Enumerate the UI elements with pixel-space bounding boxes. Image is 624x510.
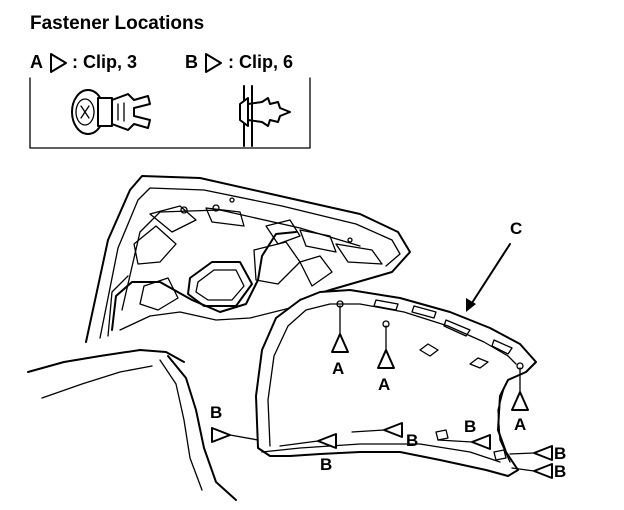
legend-clip-b: B : Clip, 6 — [185, 52, 293, 73]
clip-a-label-1: A — [332, 359, 344, 378]
diagram-title: Fastener Locations — [30, 13, 204, 34]
clip-b-label-4: B — [464, 417, 476, 436]
clip-b-marker-5: B — [509, 444, 566, 463]
clip-b-label-2: B — [320, 455, 332, 474]
clip-a-triangle-icon — [331, 333, 349, 353]
clip-b-label-1: B — [210, 403, 222, 422]
clip-b-label-5: B — [554, 444, 566, 463]
clip-a-marker-2: A — [377, 325, 395, 394]
clip-b-marker-1: B — [210, 403, 259, 443]
legend-a-letter: A — [30, 52, 43, 72]
callout-c-arrowhead — [466, 298, 476, 312]
clip-b-label-3: B — [406, 431, 418, 450]
legend-b-letter: B — [185, 52, 198, 72]
clip-a-label-2: A — [378, 375, 390, 394]
clip-b-marker-icon — [205, 53, 222, 73]
clip-b-label-6: B — [554, 462, 566, 481]
clip-a-label-3: A — [514, 415, 526, 434]
trunk-lid — [85, 175, 411, 343]
clip-b-icon — [239, 85, 291, 147]
clip-a-triangle-icon — [377, 349, 395, 369]
legend-b-text: : Clip, 6 — [228, 52, 293, 72]
car-body — [27, 349, 237, 501]
clip-b-triangle-icon — [317, 433, 337, 449]
clip-b-triangle-icon — [533, 463, 553, 479]
clip-a-triangle-icon — [511, 391, 529, 411]
clip-a-icon — [71, 89, 151, 135]
clip-b-marker-6: B — [511, 462, 566, 481]
clip-a-marker-3: A — [511, 367, 529, 434]
clip-a-marker-1: A — [331, 305, 349, 378]
clip-b-triangle-icon — [533, 445, 553, 461]
callout-c-leader — [469, 243, 511, 307]
trunk-lid-lining — [255, 289, 537, 477]
callout-c: C — [510, 219, 522, 238]
clip-b-marker-2: B — [279, 433, 337, 474]
legend-a-text: : Clip, 3 — [72, 52, 137, 72]
clip-a-marker-icon — [50, 53, 67, 73]
clip-b-triangle-icon — [383, 422, 403, 438]
clip-b-triangle-icon — [471, 434, 491, 450]
clip-b-marker-4: B — [437, 417, 491, 450]
legend-box — [29, 77, 311, 149]
clip-b-marker-3: B — [351, 422, 418, 450]
clip-b-triangle-icon — [211, 427, 231, 443]
legend-clip-a: A : Clip, 3 — [30, 52, 137, 73]
